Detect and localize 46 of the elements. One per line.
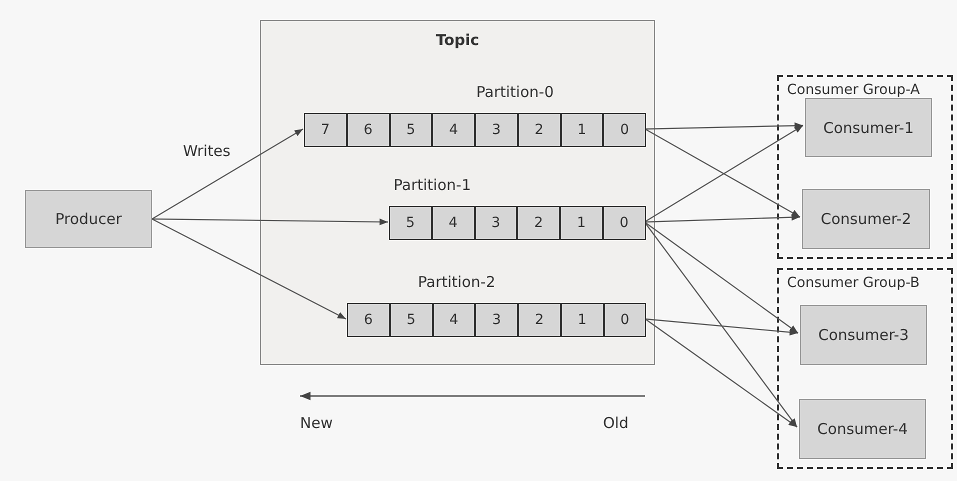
offset-cell: 0 [603, 113, 646, 147]
process-box: Producer [25, 190, 152, 248]
offset-cell: 3 [475, 303, 518, 337]
offset-cell: 1 [560, 303, 604, 337]
group-frame [777, 75, 953, 259]
offset-cell: 2 [518, 303, 561, 337]
offset-cell: 3 [474, 206, 518, 240]
arrow [644, 318, 798, 428]
offset-cell: 4 [432, 206, 474, 240]
topic-panel [260, 20, 655, 365]
process-box: Consumer-2 [802, 189, 930, 249]
arrow [644, 214, 800, 223]
offset-cell: 4 [432, 113, 475, 147]
offset-cell: 5 [390, 303, 432, 337]
offset-cell: 2 [517, 206, 560, 240]
partition-label: Partition-1 [392, 176, 472, 194]
topic-title: Topic [434, 31, 480, 49]
arrow [152, 128, 304, 220]
offset-cell: 5 [389, 206, 432, 240]
process-box: Consumer-4 [799, 399, 926, 459]
offset-cell: 5 [390, 113, 432, 147]
offset-cell: 1 [560, 113, 604, 147]
group-title: Consumer Group-B [787, 275, 920, 291]
group-frame [777, 268, 953, 469]
partition-label: Partition-2 [416, 273, 496, 291]
axis-label: Old [603, 414, 628, 432]
arrow [645, 318, 798, 336]
offset-cell: 3 [475, 113, 518, 147]
offset-cell: 0 [604, 303, 646, 337]
group-title: Consumer Group-A [787, 82, 920, 98]
axis-label: New [300, 414, 333, 432]
offset-cell: 4 [432, 303, 476, 337]
offset-cell: 1 [560, 206, 603, 240]
arrow [644, 222, 798, 334]
offset-cell: 7 [304, 113, 347, 147]
offset-cell: 0 [602, 206, 646, 240]
partition-label: Partition-0 [475, 83, 555, 101]
arrow [152, 218, 388, 226]
arrow [152, 218, 346, 320]
offset-cell: 6 [346, 113, 390, 147]
offset-cell: 6 [347, 303, 390, 337]
offset-cell: 2 [518, 113, 560, 147]
process-box: Consumer-3 [800, 305, 927, 365]
process-box: Consumer-1 [805, 98, 932, 157]
arrow [644, 122, 804, 130]
arrow [644, 222, 798, 428]
